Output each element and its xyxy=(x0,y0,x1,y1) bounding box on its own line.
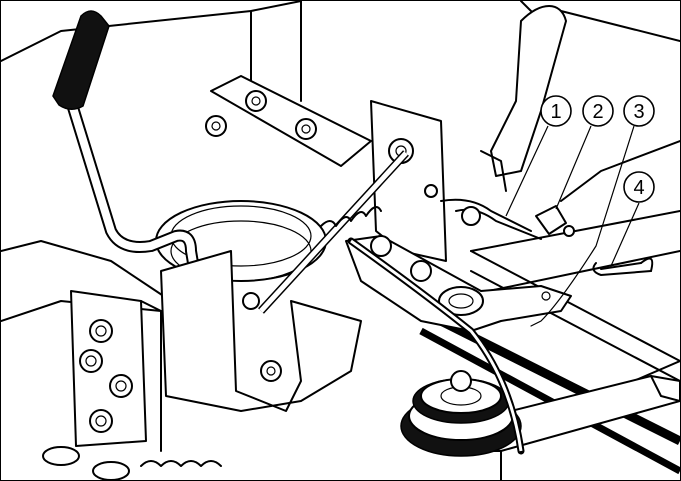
callout-1-label: 1 xyxy=(550,101,561,123)
linkage-parts xyxy=(440,198,575,240)
handle-grip xyxy=(52,10,110,110)
callout-1: 1 xyxy=(540,95,572,127)
top-mount-plate xyxy=(205,75,372,167)
upper-frame-bar xyxy=(480,5,567,192)
idler-arm xyxy=(345,235,572,392)
callout-1-circle xyxy=(540,95,572,127)
callout-2-label: 2 xyxy=(592,101,603,123)
center-bracket xyxy=(160,250,362,412)
callout-3-circle xyxy=(623,95,655,127)
lower-spring xyxy=(42,446,222,480)
callout-3-label: 3 xyxy=(633,101,644,123)
callout-4-circle xyxy=(623,171,655,203)
callout-2: 2 xyxy=(582,95,614,127)
callout-4-label: 4 xyxy=(633,177,644,199)
left-bracket xyxy=(70,290,162,452)
control-cable xyxy=(347,237,525,455)
adjustment-rod xyxy=(258,150,409,314)
callout-3: 3 xyxy=(623,95,655,127)
callout-4: 4 xyxy=(623,171,655,203)
callout-leaders xyxy=(505,125,640,327)
rear-plate xyxy=(370,100,447,262)
hairpin-clip xyxy=(592,257,654,276)
ferrule-part xyxy=(535,205,567,235)
callout-2-circle xyxy=(582,95,614,127)
